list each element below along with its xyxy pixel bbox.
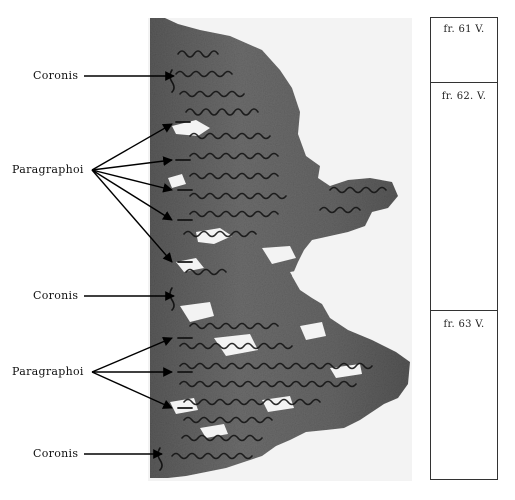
fragment-divider: [431, 310, 497, 311]
label-coronis-top: Coronis: [33, 69, 79, 82]
label-coronis-bottom: Coronis: [33, 447, 79, 460]
label-paragraphoi-bottom: Paragraphoi: [12, 365, 84, 378]
fragment-divider: [431, 82, 497, 83]
label-paragraphoi-top: Paragraphoi: [12, 163, 84, 176]
fragment-label-63: fr. 63 V.: [443, 319, 485, 330]
label-coronis-middle: Coronis: [33, 289, 79, 302]
fragment-label-62: fr. 62. V.: [441, 91, 487, 102]
fragment-reference-column: fr. 61 V. fr. 62. V. fr. 63 V.: [430, 17, 498, 480]
fragment-label-61: fr. 61 V.: [443, 24, 485, 35]
